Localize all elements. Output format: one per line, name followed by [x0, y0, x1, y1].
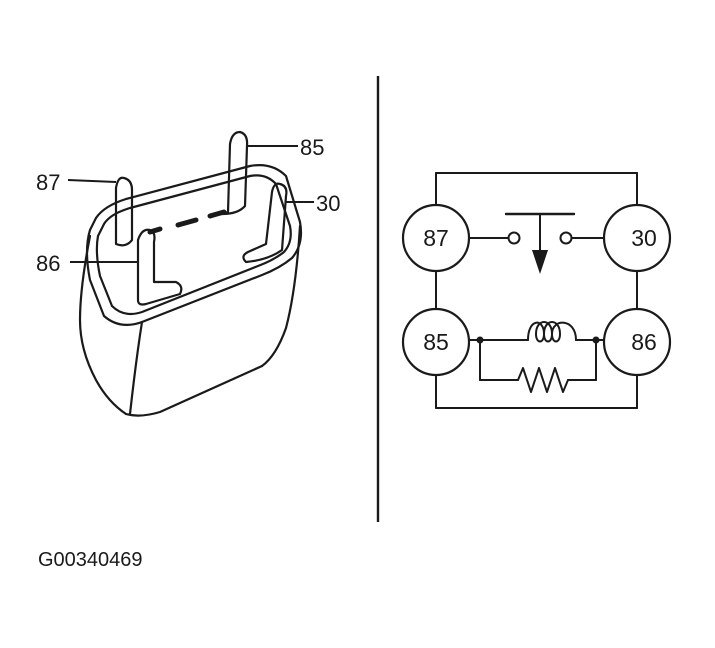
terminal-node-86: 86 — [602, 307, 672, 377]
terminal-blade-85 — [220, 130, 249, 216]
resistor-icon — [517, 367, 569, 393]
terminal-blade-86 — [136, 228, 183, 306]
relay-body-drawing — [78, 164, 303, 417]
schematic-frame — [435, 172, 638, 409]
switch-arrow-icon — [532, 250, 548, 274]
terminal-label-85: 85 — [423, 329, 449, 355]
terminal-node-85: 85 — [401, 307, 471, 377]
terminal-blade-30 — [242, 182, 288, 264]
figure-id: G00340469 — [38, 549, 143, 571]
pin-label-87: 87 — [36, 170, 60, 195]
pin-label-85: 85 — [300, 135, 324, 160]
junction-dot-left — [476, 336, 484, 344]
terminal-node-87: 87 — [401, 203, 471, 273]
terminal-label-30: 30 — [631, 225, 657, 251]
switch-contacts — [469, 212, 605, 257]
pin-label-86: 86 — [36, 251, 60, 276]
coil-icon — [527, 321, 577, 343]
terminal-label-87: 87 — [423, 225, 449, 251]
relay-internal-dashes — [147, 209, 227, 235]
pin-label-30: 30 — [316, 191, 340, 216]
terminal-blade-87 — [114, 176, 134, 247]
terminal-label-86: 86 — [631, 329, 657, 355]
terminal-node-30: 30 — [602, 203, 672, 273]
pin-leader-lines — [67, 145, 314, 263]
junction-dot-right — [592, 336, 600, 344]
